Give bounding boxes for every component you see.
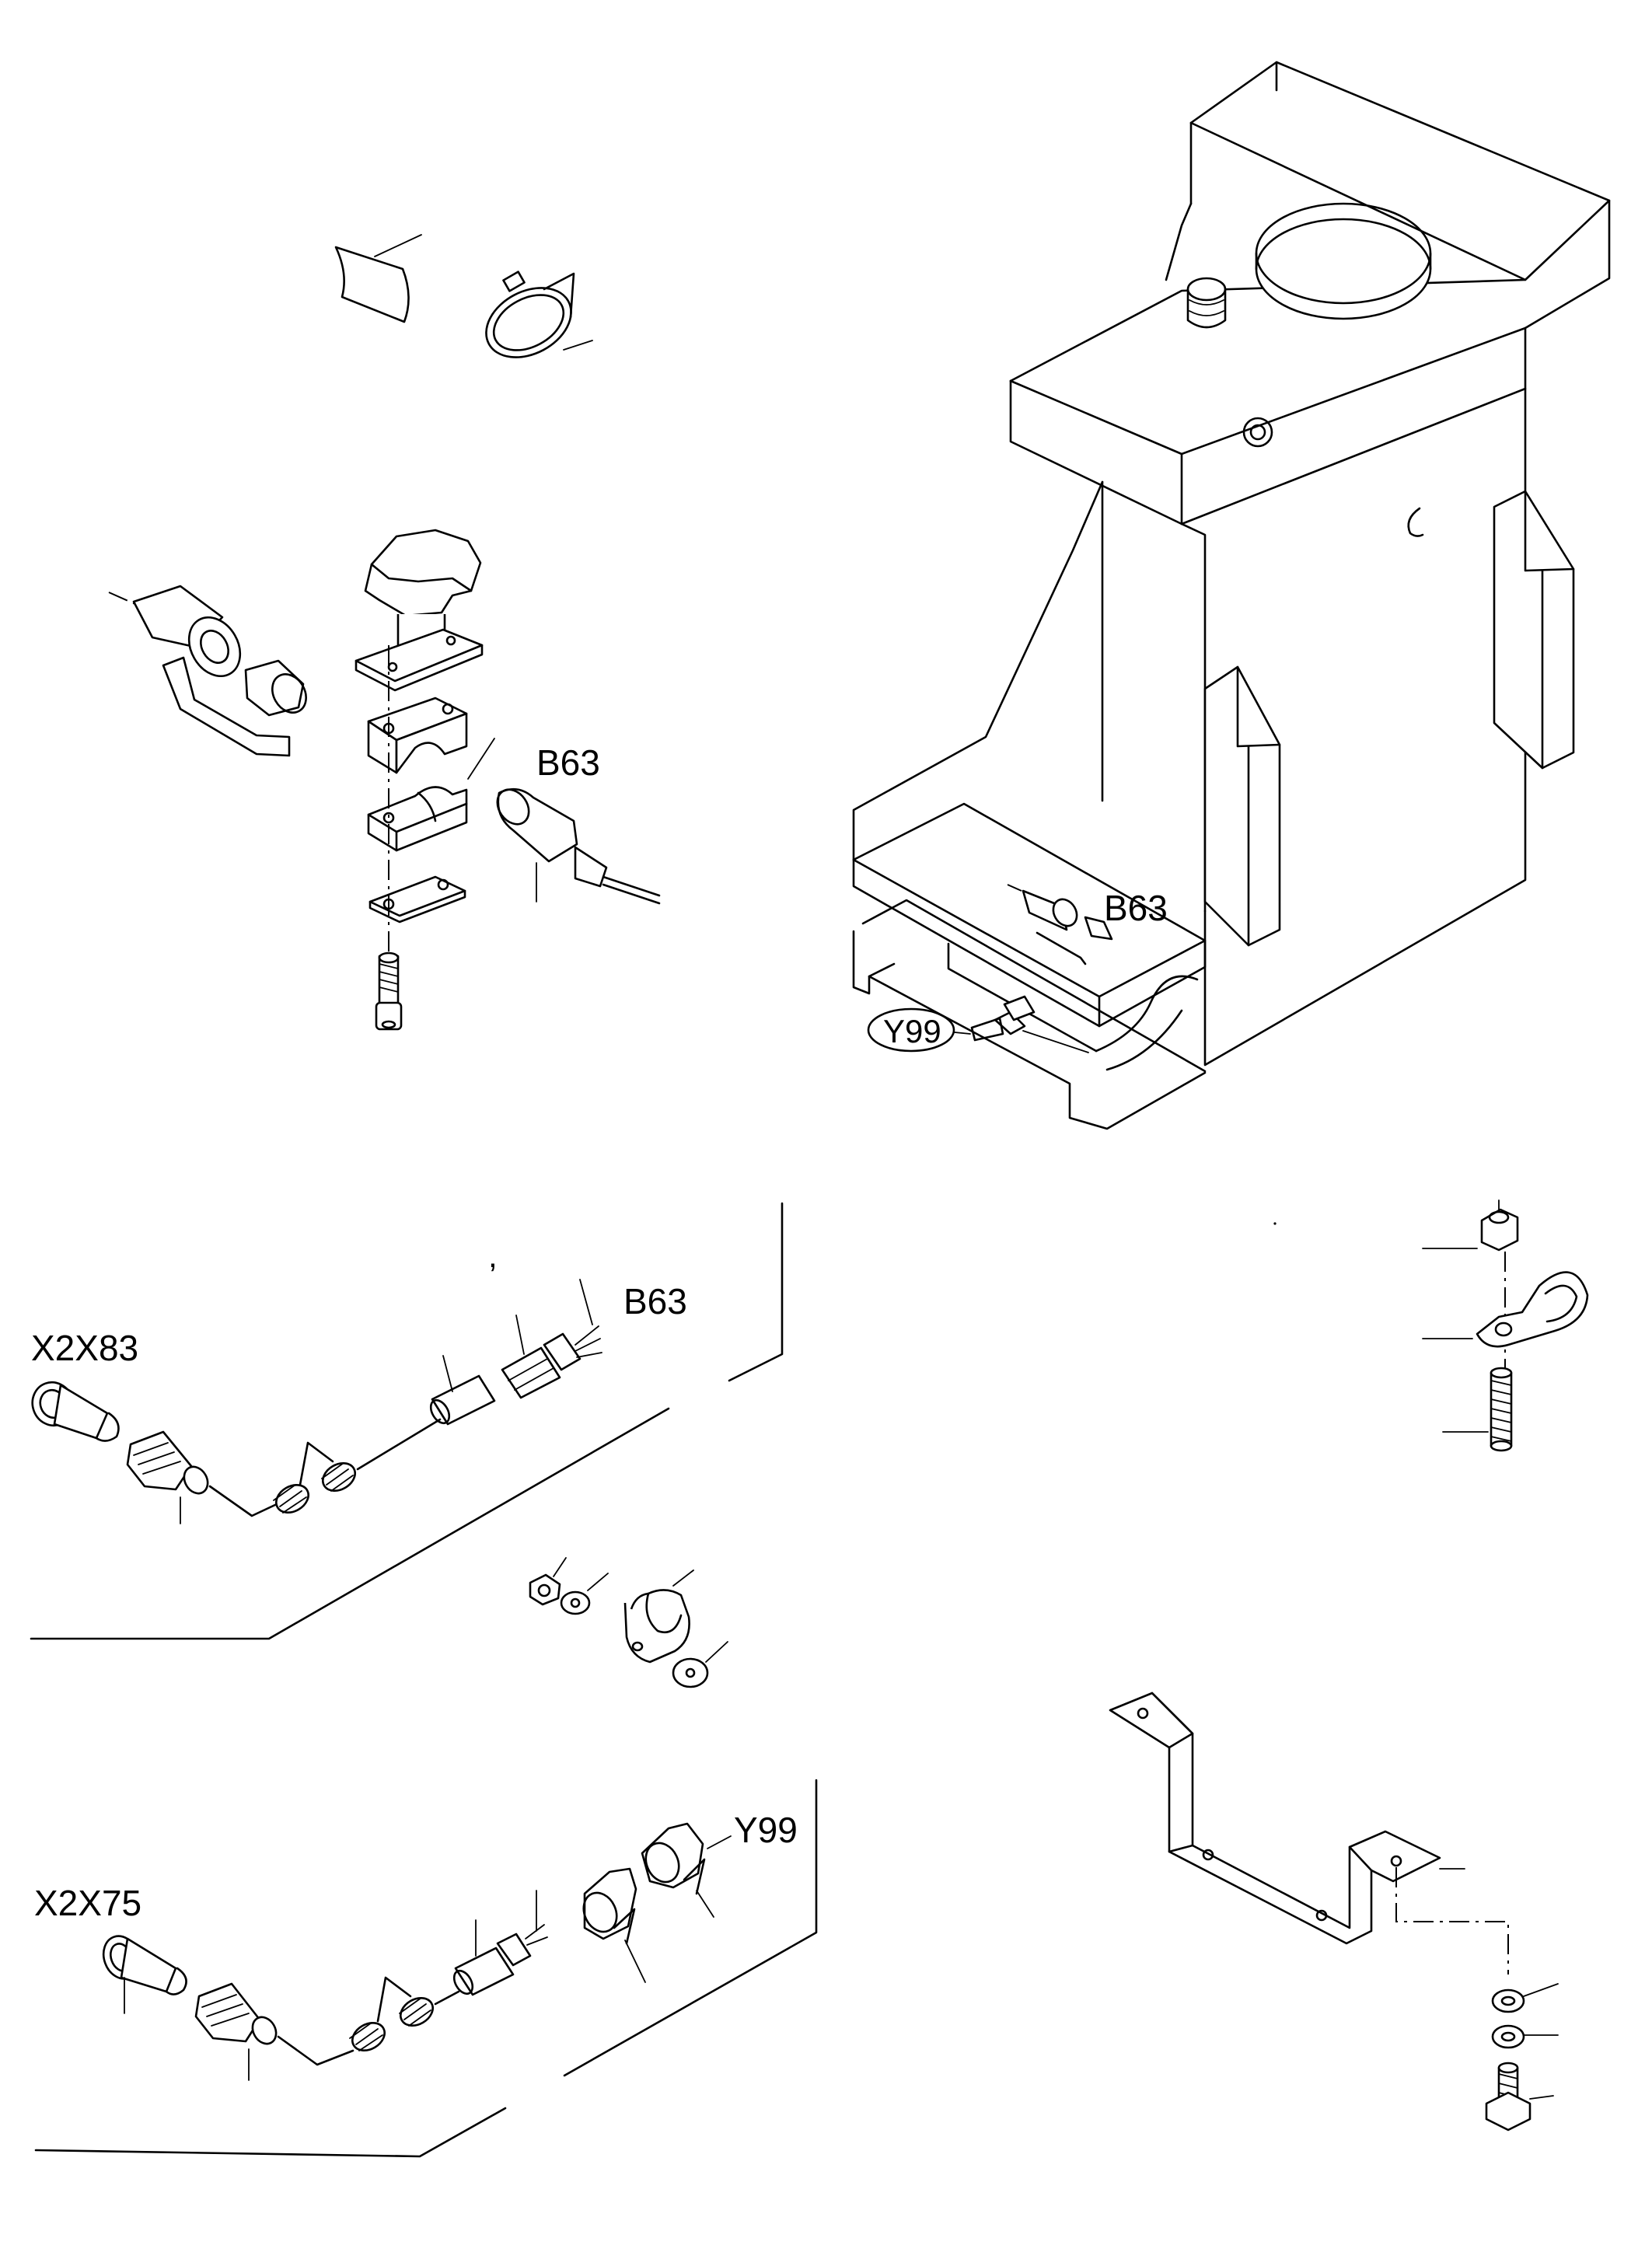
round-lid [1255,202,1432,320]
bent-bracket [1109,1692,1509,1974]
valve-y99-installed: Y99 [867,995,1089,1053]
shrink-sleeve-set-2 [349,1976,460,2051]
clamp-block-upper [367,697,468,774]
label-x2x83: X2X83 [31,1328,138,1368]
filler-cap [1186,277,1227,329]
connector-plug-x2x75 [102,1935,278,2081]
sensor-b63-installed: B63 [1007,884,1168,965]
harness-x2x83: X2X83 [31,1279,687,1524]
side-rib-front [1203,665,1281,947]
cable-tie-part [485,271,593,358]
connector-sleeve [429,1355,496,1426]
harness-frame-x2x75 [34,1779,818,2158]
proximity-sensor-b63: B63 [467,738,661,905]
label-b63-harness: B63 [623,1281,687,1322]
label-b63-machine: B63 [1104,888,1168,928]
tick-mark: , [488,1238,498,1274]
clamp-block-lower [367,786,468,852]
valve-fitting-assembly [108,585,307,757]
connector-plug-x2x83 [31,1381,209,1524]
cap-screw-part [375,645,403,1031]
connector-sleeve-2 [452,1890,548,1996]
machine-body: B63 Y99 [852,61,1611,1130]
harness-x2x75: X2X75 [34,1810,798,2081]
side-rib-right [1493,490,1575,770]
sight-port [1242,417,1273,448]
shrink-sleeve-set [273,1418,442,1514]
label-y99-machine: Y99 [883,1013,941,1049]
cable-tube-part [334,234,422,323]
harness-frame-x2x83: , [30,1202,784,1640]
solenoid-connector-y99: Y99 [582,1810,798,1983]
label-x2x75: X2X75 [34,1883,141,1923]
bracket-fasteners [1485,1983,1559,2132]
mounting-plate-part [368,875,466,924]
label-y99-harness: Y99 [734,1810,798,1850]
dot-mark [1273,1222,1277,1225]
base-shelf [852,802,1207,1130]
connector-socket-b63: B63 [501,1279,687,1399]
clip-hardware-group [529,1557,728,1688]
y99-callout-ellipse [867,1007,955,1053]
clip-stud-assembly [1273,1199,1589,1452]
label-b63-top: B63 [536,742,600,783]
star-knob-part [354,529,484,692]
side-hole [1407,507,1424,537]
